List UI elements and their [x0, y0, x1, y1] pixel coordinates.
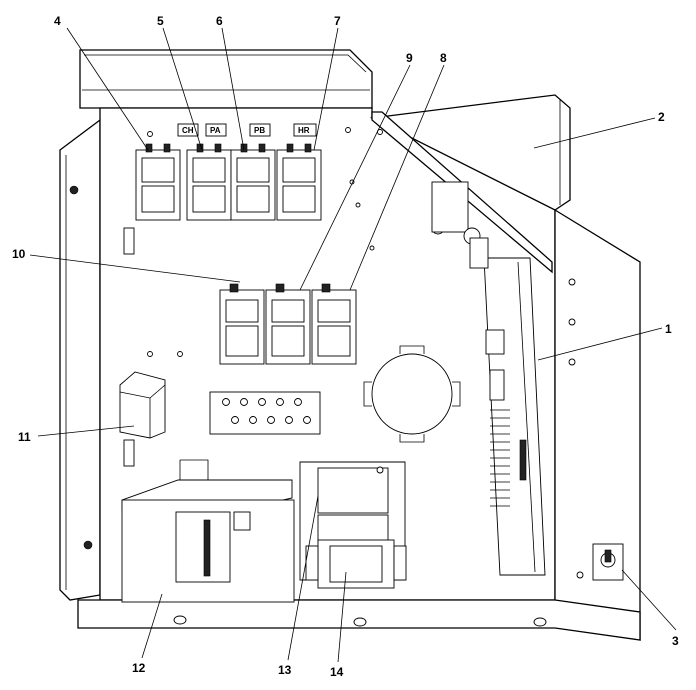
- terminal-block: [209, 391, 321, 435]
- callout-8: 8: [440, 51, 447, 65]
- tag-ch: CH: [182, 126, 194, 135]
- contactor-pb: [230, 143, 276, 221]
- leader-2: [533, 117, 656, 149]
- tag-pa-frame: [205, 123, 227, 137]
- relay-center: [265, 283, 311, 365]
- tag-pa: PA: [210, 126, 221, 135]
- contactor-ch: [135, 143, 181, 221]
- leader-5: [162, 27, 203, 151]
- callout-13: 13: [278, 663, 292, 677]
- leader-12: [141, 593, 163, 659]
- panel-tags: CH PA PB HR: [177, 123, 317, 137]
- callout-labels: 4 5 6 7 9 8 10 11 2 1 3 12 13 14: [12, 14, 679, 679]
- callout-3: 3: [672, 634, 679, 648]
- tag-pb: PB: [254, 126, 265, 135]
- leader-13: [287, 495, 319, 661]
- callout-11: 11: [18, 430, 31, 444]
- callout-1: 1: [665, 322, 672, 336]
- callout-2: 2: [658, 110, 665, 124]
- leader-14: [337, 571, 347, 663]
- callout-6: 6: [216, 14, 223, 28]
- connector-block: [119, 371, 166, 439]
- callout-12: 12: [132, 661, 146, 675]
- relay-right: [311, 283, 357, 365]
- round-knockout: [363, 345, 461, 443]
- leader-8: [349, 64, 445, 291]
- leader-7: [313, 27, 339, 151]
- callout-4: 4: [54, 14, 61, 28]
- control-transformer: [299, 461, 406, 581]
- control-board: [431, 181, 546, 576]
- leader-6: [221, 27, 245, 151]
- tag-hr-frame: [293, 123, 317, 137]
- callout-5: 5: [157, 14, 164, 28]
- leader-lines: [29, 27, 677, 663]
- inductor-choke: [305, 539, 407, 589]
- leader-11: [37, 425, 135, 437]
- relay-left: [219, 283, 265, 365]
- leader-3: [621, 569, 677, 631]
- contactor-pa: [186, 143, 232, 221]
- selector-switch: [592, 543, 624, 581]
- callout-9: 9: [406, 51, 413, 65]
- tag-hr: HR: [298, 126, 310, 135]
- tag-ch-frame: [177, 123, 199, 137]
- leader-4: [66, 27, 149, 151]
- transformer-housing: [121, 459, 295, 603]
- callout-7: 7: [334, 14, 341, 28]
- contactor-hr: [276, 143, 322, 221]
- callout-14: 14: [330, 665, 344, 679]
- leader-10: [29, 254, 241, 283]
- tag-pb-frame: [249, 123, 271, 137]
- callout-10: 10: [12, 247, 26, 261]
- leader-9: [299, 64, 411, 291]
- leader-1: [537, 327, 663, 361]
